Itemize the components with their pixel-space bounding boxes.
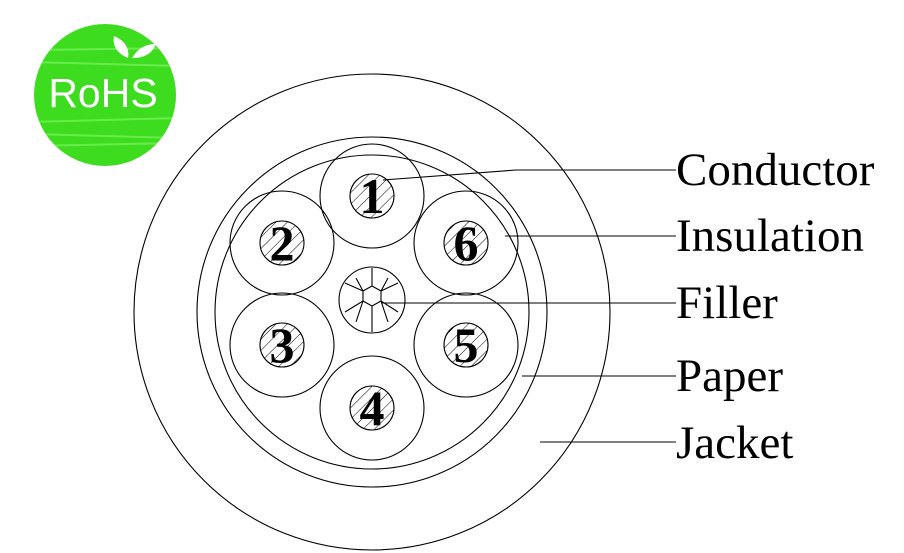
label-jacket: Jacket [676, 417, 793, 469]
core-1: 1 [319, 143, 425, 249]
insulation-circle [319, 143, 425, 249]
core-6: 6 [413, 190, 519, 296]
core-4: 4 [319, 355, 425, 461]
conductor-circle [349, 385, 395, 431]
label-conductor: Conductor [676, 144, 875, 196]
conductor-circle [259, 322, 305, 368]
rohs-logo-circle [34, 24, 176, 166]
core-3: 3 [229, 292, 335, 398]
conductor-circle [349, 173, 395, 219]
label-filler: Filler [676, 277, 778, 329]
rohs-logo-text: RoHS [48, 70, 157, 116]
jacket-outer-ring [133, 73, 611, 551]
insulation-circle [229, 292, 335, 398]
core-number: 5 [454, 317, 479, 373]
leader-line-conductor [382, 169, 517, 181]
label-insulation: Insulation [676, 210, 864, 262]
core-number: 3 [270, 317, 295, 373]
insulation-circle [413, 190, 519, 296]
leaf-icon [113, 36, 156, 58]
filler-circle [338, 266, 406, 334]
core-number: 1 [360, 168, 385, 224]
filler [338, 266, 406, 334]
conductor-circle [259, 220, 305, 266]
core-number: 2 [270, 215, 295, 271]
rohs-logo: RoHS [34, 24, 176, 166]
conductor-circle [443, 220, 489, 266]
insulation-circle [413, 292, 519, 398]
core-5: 5 [413, 292, 519, 398]
insulation-circle [319, 355, 425, 461]
insulation-circle [229, 190, 335, 296]
label-paper: Paper [676, 350, 783, 402]
core-number: 4 [360, 380, 385, 436]
core-number: 6 [454, 215, 479, 271]
paper-ring [214, 154, 530, 470]
conductor-circle [443, 322, 489, 368]
core-2: 2 [229, 190, 335, 296]
jacket-inner-ring [196, 136, 548, 488]
